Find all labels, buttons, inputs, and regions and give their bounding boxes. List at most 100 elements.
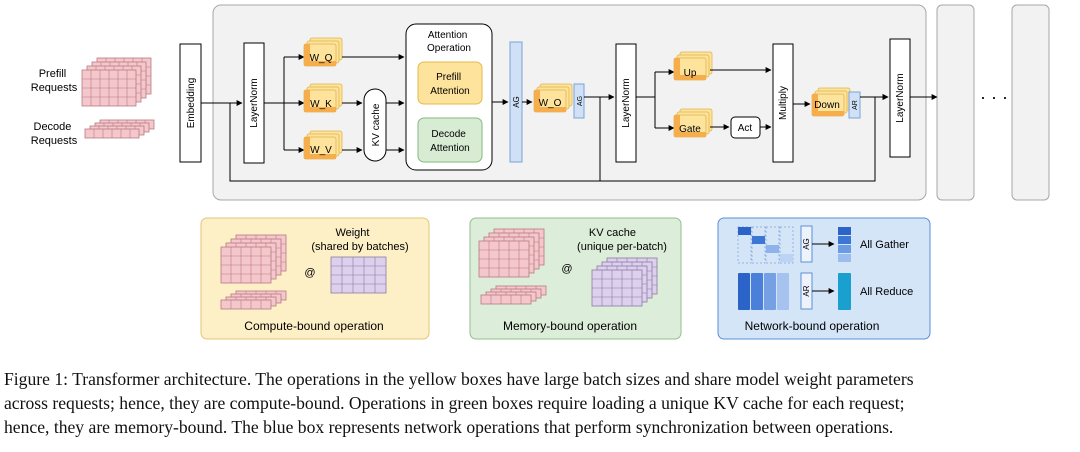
reduced-bar [838, 273, 851, 310]
layernorm-3-label: LayerNorm [895, 73, 906, 122]
decode-requests-label: Decode Requests [31, 121, 78, 147]
ag-block-2 [573, 83, 585, 119]
kv-cache-legend-label: KV cache (unique per-batch) [577, 227, 667, 253]
w-q-label: W_Q [310, 53, 333, 64]
gather-chunk [738, 227, 751, 235]
memory-requests-stack [478, 228, 545, 278]
block-accent [304, 137, 310, 159]
layer-panel-2 [936, 4, 975, 201]
network-bound-title: Network-bound operation [745, 319, 880, 333]
reduce-bar [777, 273, 789, 310]
gathered-chunk [838, 227, 851, 235]
all-reduce-diagram [738, 273, 851, 310]
compute-at-symbol: @ [304, 267, 315, 279]
prefill-attention-label: Prefill Attention [430, 72, 469, 97]
all-gather-diagram [737, 226, 851, 264]
up-block [673, 51, 713, 81]
compute-requests-stack [220, 234, 287, 284]
block-accent [680, 75, 706, 80]
gather-slot [779, 226, 794, 264]
ar-label: AR [852, 100, 859, 110]
memory-bound-title: Memory-bound operation [503, 319, 637, 333]
layernorm-3 [889, 38, 911, 158]
reduce-bar [764, 273, 776, 310]
gather-chunk [766, 245, 779, 253]
w-v-label: W_V [310, 145, 332, 156]
prefill-requests-label: Prefill Requests [31, 68, 78, 94]
act-label: Act [738, 123, 753, 134]
w-k-label: W_K [310, 99, 332, 110]
reduce-bar [738, 273, 750, 310]
caption-line-2: across requests; hence, they are compute… [4, 393, 905, 413]
w-o-block [533, 83, 573, 113]
weight-label: Weight (shared by batches) [311, 227, 408, 253]
ar-block [848, 91, 861, 119]
caption-line-3: hence, they are memory-bound. The blue b… [4, 417, 894, 437]
block-accent [304, 90, 310, 112]
figure-caption: Figure 1: Transformer architecture. The … [4, 367, 1074, 439]
up-label: Up [684, 68, 697, 79]
all-reduce-label: All Reduce [860, 286, 913, 298]
network-ag-label: AG [802, 238, 811, 250]
block-accent [310, 107, 336, 112]
caption-line-1: Figure 1: Transformer architecture. The … [4, 369, 914, 389]
block-accent [534, 90, 540, 112]
decode-attention-block [417, 117, 483, 163]
network-ar-label: AR [802, 285, 811, 296]
compute-decode-stack [220, 290, 287, 310]
grid-layer [81, 69, 137, 107]
block-accent [818, 111, 844, 116]
embedding-label: Embedding [186, 78, 197, 129]
layernorm-1-label: LayerNorm [249, 78, 260, 127]
kv-cache-label: KV cache [371, 103, 382, 146]
w-q-block [303, 37, 343, 67]
prefill-requests-stack [81, 57, 152, 107]
weight-grid [330, 256, 387, 294]
kv-cache-stack [591, 257, 658, 307]
ag-label-2: AG [577, 96, 584, 106]
gate-label: Gate [679, 124, 701, 135]
down-block [811, 87, 851, 117]
gathered-chunk [838, 236, 851, 244]
kv-cache-block [363, 88, 387, 162]
gate-block [673, 108, 713, 138]
layer-panel-3 [1011, 4, 1050, 201]
memory-decode-stack [480, 285, 547, 305]
w-v-block [303, 130, 343, 160]
grid-layer [480, 294, 532, 305]
block-accent [304, 44, 310, 66]
block-accent [812, 94, 818, 116]
prefill-attention-block [417, 61, 483, 105]
gather-slot [737, 226, 752, 264]
down-label: Down [814, 100, 840, 111]
all-gather-label: All Gather [860, 239, 909, 251]
gather-slot [751, 226, 766, 264]
multiply-block [772, 43, 794, 163]
grid-layer [84, 128, 140, 139]
block-accent [310, 154, 336, 159]
gather-chunk [780, 254, 793, 262]
decode-requests-stack [84, 119, 155, 139]
multiply-label: Multiply [778, 86, 789, 120]
transformer-architecture-figure: · · · Prefill Requests Decode Requests E… [31, 4, 1050, 340]
attention-operation-title: Attention Operation [427, 30, 471, 54]
grid-layer [220, 299, 272, 310]
gathered-chunk [838, 245, 851, 253]
block-accent [674, 58, 680, 80]
grid-layer [478, 240, 530, 278]
block-accent [310, 61, 336, 66]
ag-label-1: AG [512, 96, 521, 108]
reduce-bar [751, 273, 763, 310]
block-accent [674, 115, 680, 137]
block-accent [680, 132, 706, 137]
memory-at-symbol: @ [561, 263, 572, 275]
block-accent [540, 107, 566, 112]
w-k-block [303, 83, 343, 113]
grid-layer [591, 269, 643, 307]
compute-bound-title: Compute-bound operation [244, 319, 383, 333]
grid-layer [220, 246, 272, 284]
gathered-chunk [838, 254, 851, 262]
layernorm-2-label: LayerNorm [621, 78, 632, 127]
layernorm-2 [615, 43, 637, 163]
ellipsis: · · · [980, 87, 1008, 107]
